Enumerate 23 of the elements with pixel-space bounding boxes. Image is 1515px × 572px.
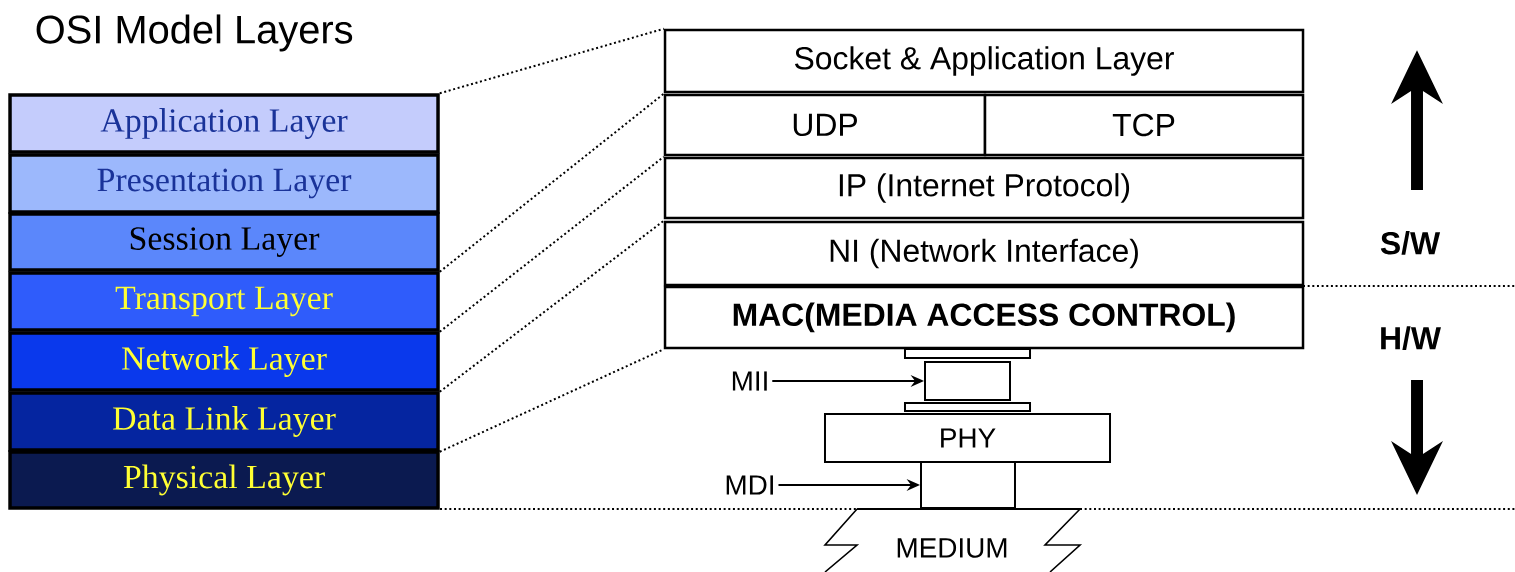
mapping-line (438, 27, 665, 95)
layer-label: S/W (1380, 231, 1441, 255)
layer-label: H/W (1381, 326, 1441, 350)
interface-label: MDI (726, 475, 773, 495)
mii-connector (904, 348, 1031, 412)
protocol-layer-box: UDP (663, 93, 987, 157)
transmission-medium: MEDIUM (823, 508, 1083, 572)
mapping-line (438, 155, 665, 333)
osi-layer-box: Network Layer (8, 331, 440, 392)
title: OSI Model Layers (36, 14, 353, 52)
mdi-connector (920, 461, 1016, 509)
osi-layer-box: Physical Layer (8, 450, 440, 510)
interface-label: MII (732, 371, 767, 391)
mapping-line (438, 219, 665, 393)
osi-layer-box: Transport Layer (8, 271, 440, 332)
mapping-line (438, 92, 665, 273)
osi-layer-box: Data Link Layer (8, 391, 440, 452)
osi-layer-box: Application Layer (8, 93, 440, 154)
protocol-layer-box: TCP (983, 93, 1305, 157)
protocol-layer-box: IP (Internet Protocol) (663, 156, 1305, 220)
osi-layer-box: Presentation Layer (8, 153, 440, 214)
protocol-layer-box: NI (Network Interface) (663, 220, 1305, 287)
osi-layer-box: Session Layer (8, 212, 440, 272)
